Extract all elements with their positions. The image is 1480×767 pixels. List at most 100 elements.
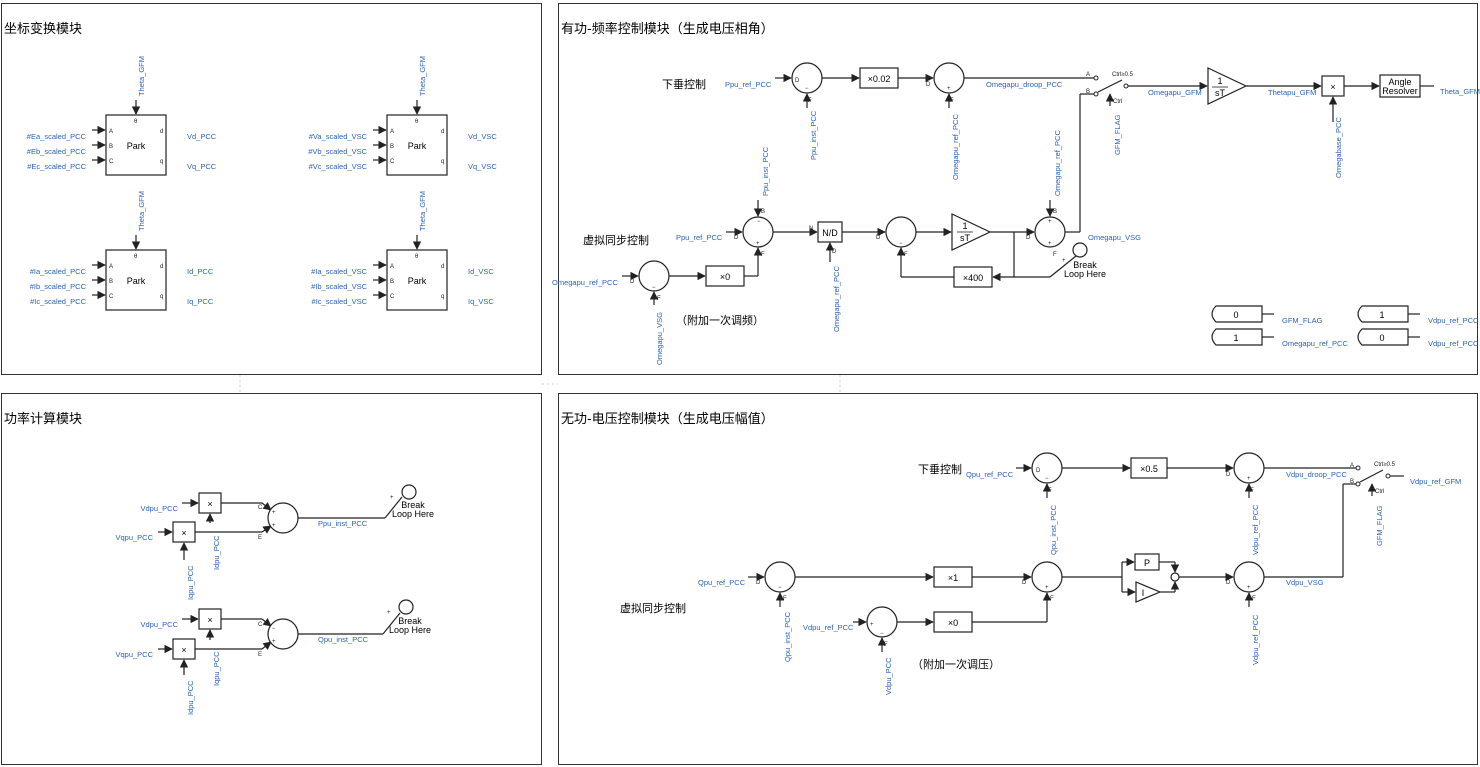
svg-text:D: D	[795, 78, 800, 84]
gfm-flag-label: GFM_FLAG	[1113, 114, 1122, 155]
svg-text:N: N	[809, 226, 813, 232]
svg-text:Break: Break	[398, 616, 422, 626]
omegabase-label: Omegabase_PCC	[1334, 117, 1343, 178]
svg-text:+: +	[272, 639, 276, 645]
svg-text:Vqpu_PCC: Vqpu_PCC	[115, 650, 153, 659]
multiplier-block[interactable]: ×	[1321, 75, 1345, 97]
svg-text:Ctrl≥0.5: Ctrl≥0.5	[1374, 462, 1396, 468]
break-loop-node[interactable]	[398, 599, 414, 615]
svg-text:A: A	[1086, 72, 1090, 78]
reactive-power-calc: Vdpu_PCC × Vqpu_PCC × Idpu_PCC Iqpu_PCC …	[115, 599, 431, 715]
vsg-label: 虚拟同步控制	[583, 233, 649, 247]
svg-text:C: C	[109, 159, 114, 165]
qv-vsg-branch: 虚拟同步控制 Qpu_ref_PCC D−F Qpu_inst_PCC ×1 D…	[620, 483, 1356, 695]
svg-text:F: F	[1250, 488, 1254, 494]
active-power-calc: Vdpu_PCC × Vqpu_PCC × Iqpu_PCC Idpu_PCC …	[115, 484, 434, 600]
park-block-1[interactable]: Park Theta_GFM θ ABC dq #Ea_scaled_PCC #…	[27, 56, 217, 176]
svg-text:−: −	[272, 626, 276, 632]
svg-text:×1: ×1	[948, 573, 958, 583]
input-b: #Vb_scaled_VSC	[308, 147, 367, 156]
svg-text:+: +	[1048, 241, 1052, 247]
svg-text:D: D	[1226, 580, 1231, 586]
svg-text:Omegapu_ref_PCC: Omegapu_ref_PCC	[1282, 339, 1348, 348]
omega-gfm-label: Omegapu_GFM	[1148, 88, 1202, 97]
svg-text:D: D	[832, 249, 837, 255]
svg-text:Break: Break	[401, 500, 425, 510]
park-label: Park	[127, 141, 146, 151]
omega-vsg-label: Omegapu_VSG	[655, 312, 664, 365]
svg-text:×0: ×0	[720, 272, 730, 282]
extra-label: （附加一次调频）	[676, 313, 764, 327]
integrator-block[interactable]: 1 sT	[1207, 67, 1248, 105]
input-c: #Ec_scaled_PCC	[27, 162, 86, 171]
svg-text:D: D	[1036, 468, 1041, 474]
svg-text:×: ×	[207, 615, 212, 625]
svg-text:F: F	[1048, 488, 1052, 494]
park-block-4[interactable]: Park Theta_GFM θ ABC dq #Ia_scaled_VSC #…	[311, 191, 494, 311]
const-vdpu-ref-1[interactable]: 1 Vdpu_ref_PCC	[1357, 305, 1479, 325]
svg-text:Loop Here: Loop Here	[1064, 269, 1106, 279]
vsg-label: 虚拟同步控制	[620, 601, 686, 615]
svg-text:B: B	[1086, 89, 1090, 95]
ppu-inst-label: Ppu_inst_PCC	[809, 110, 818, 160]
svg-text:0: 0	[1233, 310, 1238, 320]
qpu-inst-label: Qpu_inst_PCC	[1049, 504, 1058, 555]
svg-text:C: C	[109, 294, 114, 300]
vdpu-vsg-label: Vdpu_VSG	[1286, 578, 1324, 587]
svg-text:×0.02: ×0.02	[868, 74, 891, 84]
theta-label: Theta_GFM	[137, 56, 146, 96]
park-block-2[interactable]: Park Theta_GFM θ ABC dq #Va_scaled_VSC #…	[308, 56, 497, 176]
svg-text:Loop Here: Loop Here	[392, 509, 434, 519]
input-a: #Ea_scaled_PCC	[27, 132, 87, 141]
svg-text:Vqpu_PCC: Vqpu_PCC	[115, 533, 153, 542]
svg-text:Loop Here: Loop Here	[389, 625, 431, 635]
const-vdpu-ref-2[interactable]: 0 Vdpu_ref_PCC	[1357, 328, 1479, 348]
pi-sum-node	[1170, 572, 1180, 582]
break-loop-node[interactable]	[1072, 242, 1088, 258]
svg-text:d: d	[441, 129, 444, 135]
const-omega-ref[interactable]: 1 Omegapu_ref_PCC	[1211, 328, 1348, 348]
svg-text:B: B	[109, 144, 113, 150]
qv-control-panel: 无功-电压控制模块（生成电压幅值）	[558, 393, 1478, 765]
svg-text:Vdpu_PCC: Vdpu_PCC	[140, 620, 178, 629]
break-loop-node[interactable]	[401, 484, 417, 500]
svg-text:+: +	[272, 523, 276, 529]
svg-text:C: C	[258, 622, 263, 628]
svg-text:−: −	[880, 631, 884, 637]
pf-selector-switch[interactable]: A B Ctrl≥0.5 Ctrl GFM_FLAG Omegapu_GFM	[1086, 72, 1208, 155]
svg-text:1: 1	[962, 221, 967, 231]
svg-text:1: 1	[1379, 310, 1384, 320]
svg-text:0: 0	[1379, 333, 1384, 343]
park-label: Park	[127, 276, 146, 286]
theta-label: Theta_GFM	[418, 191, 427, 231]
svg-text:+: +	[1247, 585, 1251, 591]
const-gfm-flag[interactable]: 0 GFM_FLAG	[1211, 305, 1323, 325]
droop-label: 下垂控制	[918, 462, 962, 476]
svg-text:I: I	[1142, 588, 1145, 598]
svg-text:−: −	[652, 285, 656, 291]
i-gain-block[interactable]	[1135, 581, 1162, 603]
park-block-3[interactable]: Park Theta_GFM θ ABC dq #Ia_scaled_PCC #…	[30, 191, 214, 311]
omega-ref-label: Omegapu_ref_PCC	[832, 266, 841, 332]
input-c: #Ic_scaled_VSC	[312, 297, 368, 306]
park-label: Park	[408, 141, 427, 151]
qv-selector-switch[interactable]: A B Ctrl≥0.5 Ctrl GFM_FLAG Vdpu_ref_GFM	[1350, 462, 1461, 546]
output-d: Vd_VSC	[468, 132, 497, 141]
angle-resolver-block[interactable]: Angle Resolver	[1379, 74, 1421, 98]
input-a: #Ia_scaled_PCC	[30, 267, 87, 276]
svg-text:−: −	[899, 241, 903, 247]
extra-label: （附加一次调压）	[912, 657, 1000, 671]
svg-text:1: 1	[1233, 333, 1238, 343]
svg-text:Ctrl: Ctrl	[1375, 489, 1384, 495]
iqpu-label: Iqpu_PCC	[212, 651, 221, 686]
svg-text:×: ×	[1330, 82, 1335, 92]
gfm-flag-label: GFM_FLAG	[1375, 505, 1384, 546]
vdpu-ref-gfm-label: Vdpu_ref_GFM	[1410, 477, 1461, 486]
svg-text:×: ×	[181, 528, 186, 538]
svg-text:Break: Break	[1073, 260, 1097, 270]
svg-text:Angle: Angle	[1388, 77, 1411, 87]
svg-text:A: A	[109, 264, 113, 270]
panel-title: 有功-频率控制模块（生成电压相角）	[561, 22, 774, 37]
svg-text:−: −	[757, 219, 761, 225]
svg-text:D: D	[1226, 472, 1231, 478]
